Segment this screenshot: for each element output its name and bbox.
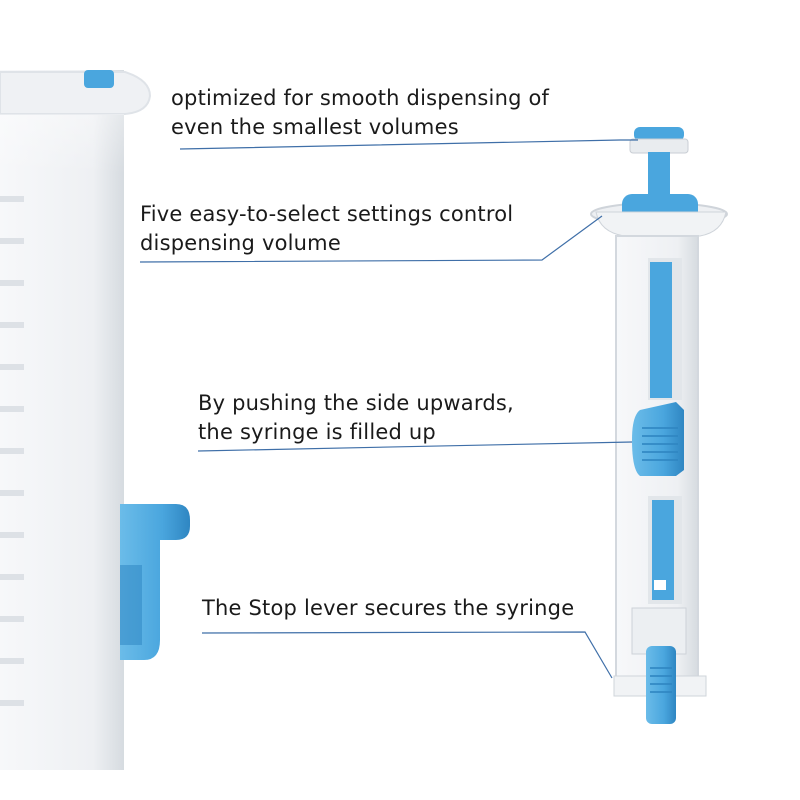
- annotation-dispensing-line-1: optimized for smooth dispensing of: [171, 86, 550, 110]
- annotation-settings-line-1: Five easy-to-select settings control: [140, 202, 514, 226]
- annotation-stop-lever-line-1: The Stop lever secures the syringe: [202, 596, 575, 620]
- leader-line-1: [179, 139, 638, 150]
- dispenser-device: [590, 127, 728, 724]
- closeup-body: [0, 70, 190, 770]
- top-knob: [634, 127, 684, 141]
- leader-line-3: [197, 441, 633, 452]
- leader-lines: [139, 139, 638, 679]
- annotation-stop-lever: The Stop lever secures the syringe: [202, 594, 574, 623]
- annotation-settings: Five easy-to-select settings control dis…: [140, 200, 513, 258]
- annotation-fill-line-2: the syringe is filled up: [198, 420, 436, 444]
- annotation-fill-line-1: By pushing the side upwards,: [198, 391, 514, 415]
- annotation-fill: By pushing the side upwards, the syringe…: [198, 389, 514, 447]
- annotation-dispensing: optimized for smooth dispensing of even …: [171, 84, 549, 142]
- side-trigger: [632, 402, 684, 476]
- annotation-dispensing-line-2: even the smallest volumes: [171, 115, 459, 139]
- closeup-knob-blue: [84, 70, 114, 88]
- graduation-ticks: [0, 196, 24, 706]
- leader-line-4: [201, 631, 613, 679]
- leader-line-2: [139, 215, 603, 263]
- annotation-settings-line-2: dispensing volume: [140, 231, 341, 255]
